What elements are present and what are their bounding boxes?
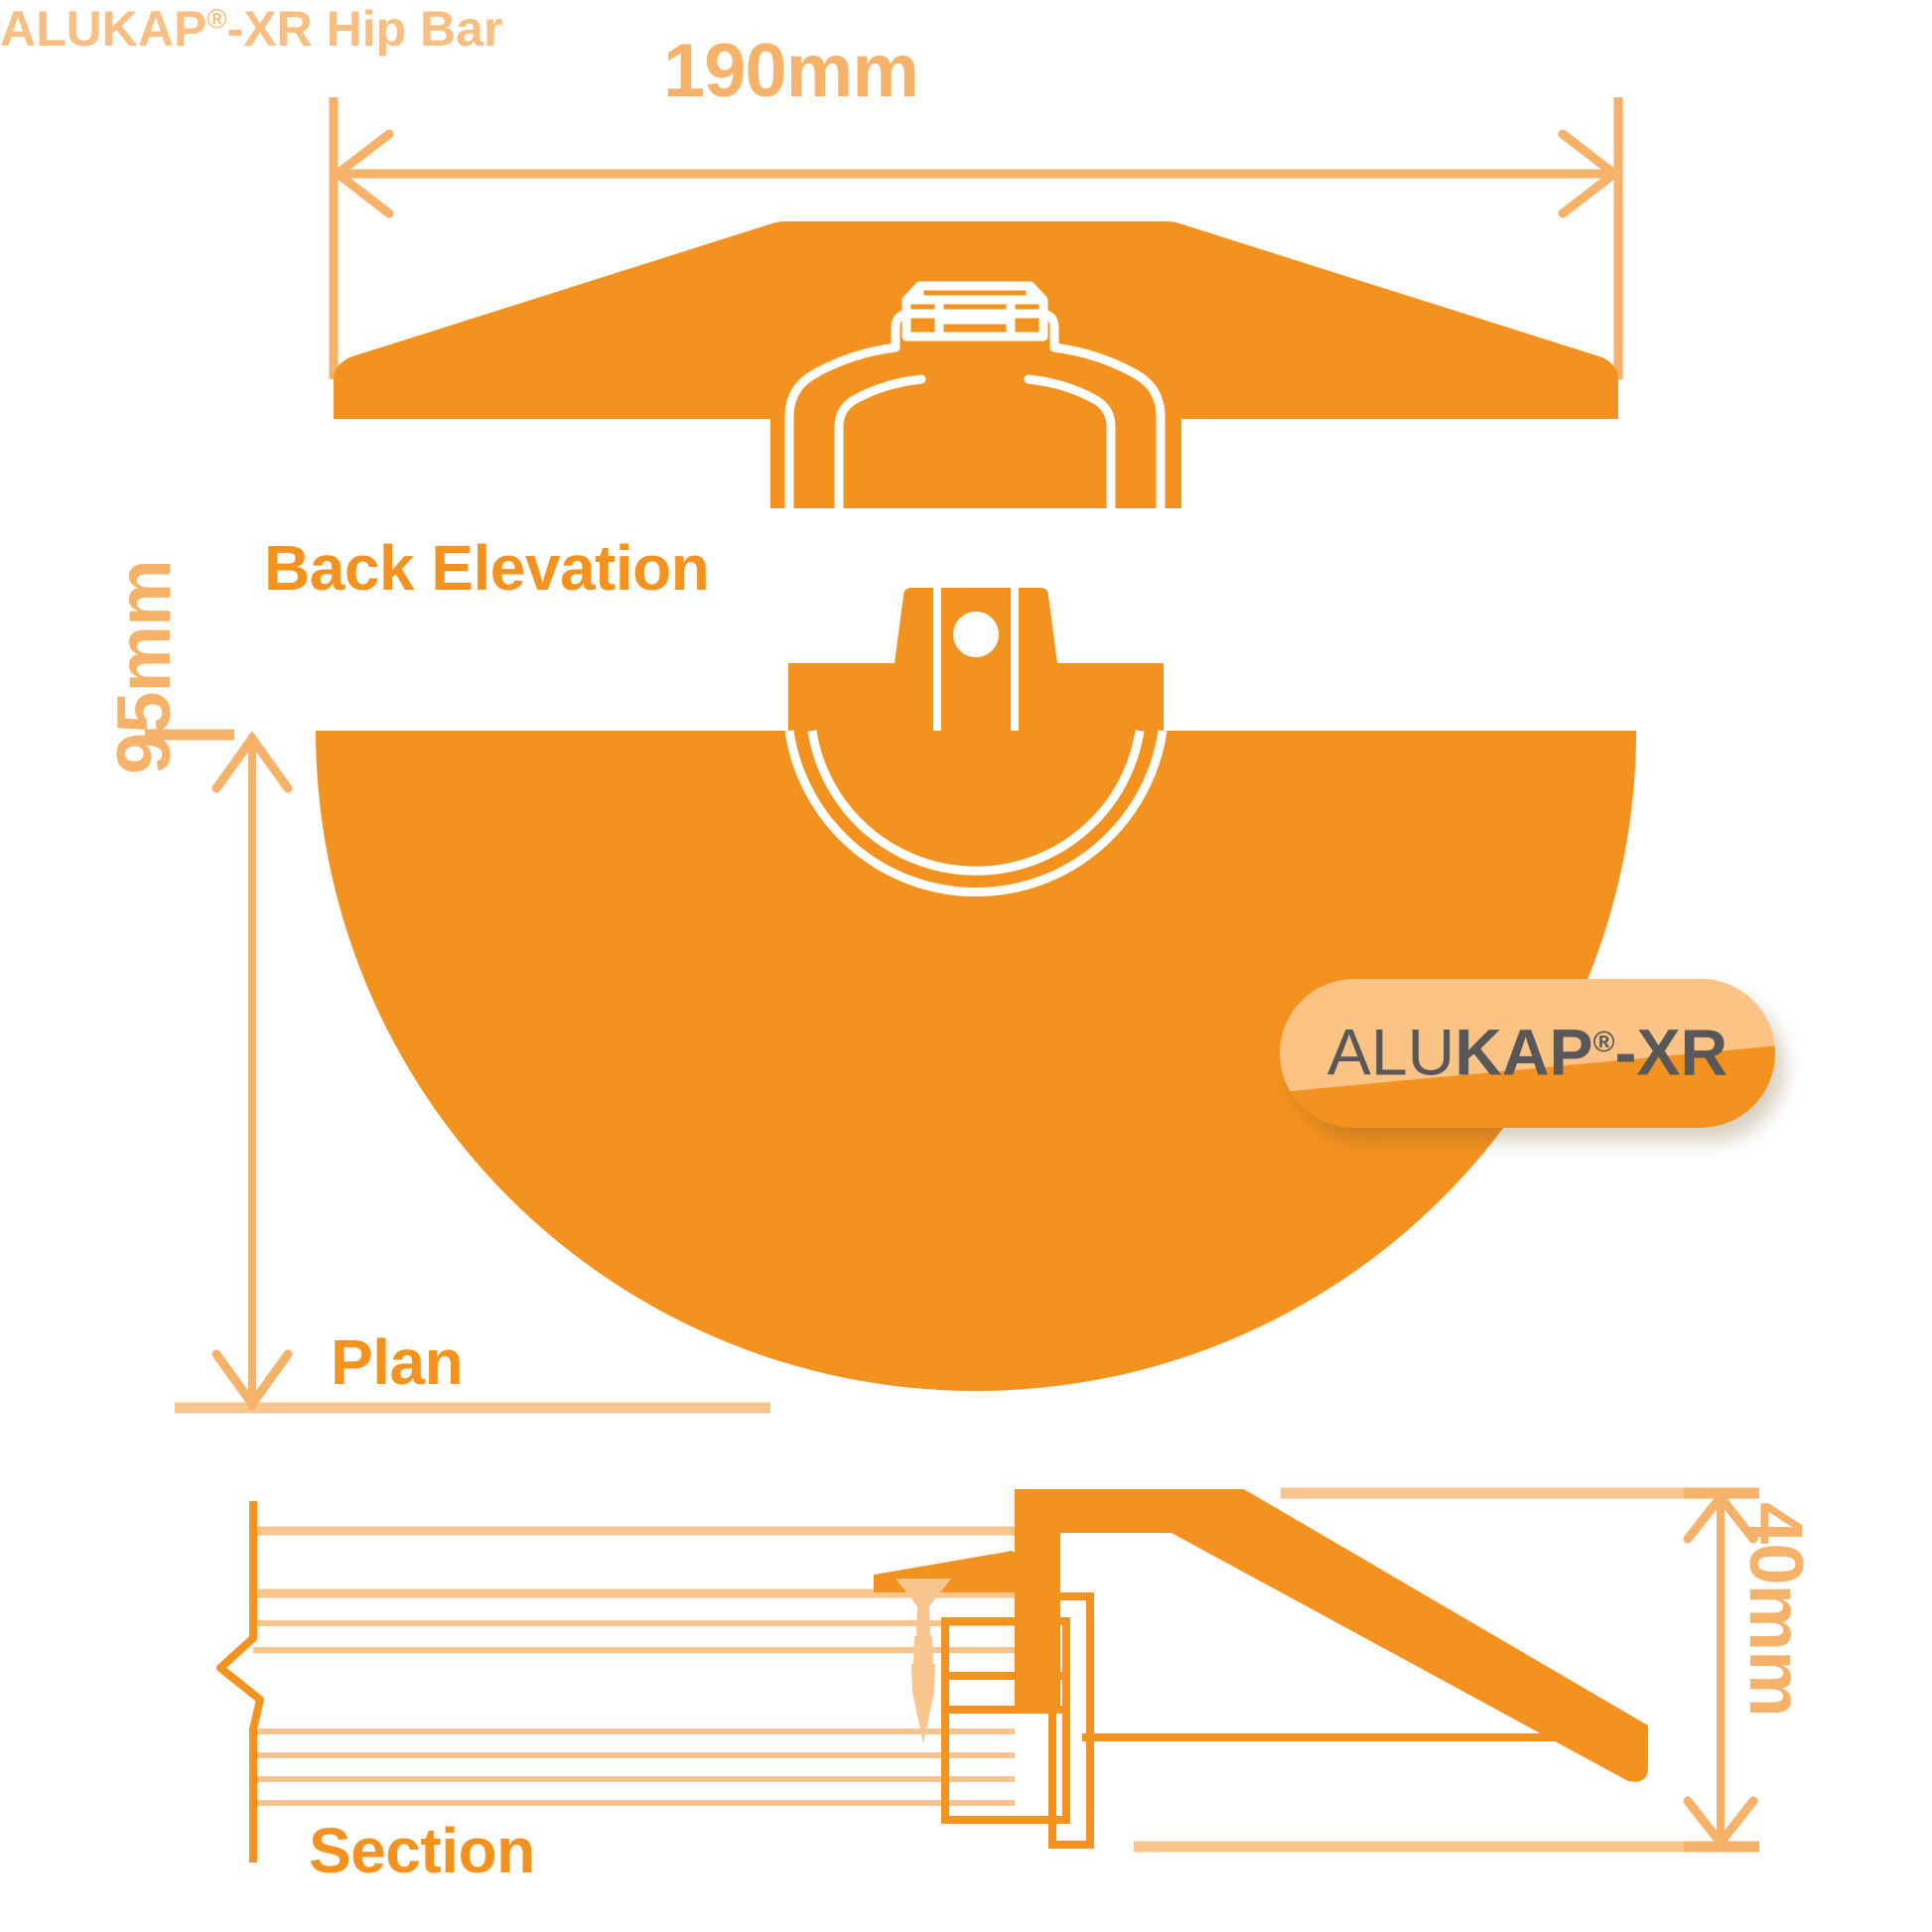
dimension-190mm (329, 97, 1623, 379)
dimension-label-40mm: 40mm (1733, 1502, 1818, 1717)
dimension-label-95mm: 95mm (102, 560, 187, 774)
registered-mark-icon: ® (207, 3, 227, 35)
view-caption-section: Section (309, 1815, 535, 1886)
section-part-label: ALUKAP®-XR Hip Bar (0, 0, 1932, 58)
dimension-95mm (145, 729, 770, 1414)
view-caption-plan: Plan (331, 1326, 464, 1398)
badge-label-prefix: ALU (1326, 1015, 1455, 1089)
badge-label-bold: KAP (1454, 1015, 1593, 1089)
badge-registered-mark-icon: ® (1592, 1026, 1615, 1059)
dimension-40mm (1683, 1487, 1759, 1853)
section-drawing (216, 1487, 1712, 1863)
hipbar-label-prefix: ALUKAP (0, 1, 207, 57)
badge-label-suffix: -XR (1614, 1015, 1728, 1089)
alukap-xr-badge: ALUKAP®-XR (1280, 979, 1775, 1128)
plan-shape (316, 588, 1636, 1391)
back-elevation-shape (334, 221, 1618, 513)
screw-icon (896, 1579, 951, 1743)
dimension-label-190mm: 190mm (663, 29, 919, 113)
hipbar-label-suffix: -XR Hip Bar (226, 1, 503, 57)
badge-label: ALUKAP®-XR (1280, 1014, 1775, 1089)
view-caption-back-elevation: Back Elevation (264, 532, 710, 604)
